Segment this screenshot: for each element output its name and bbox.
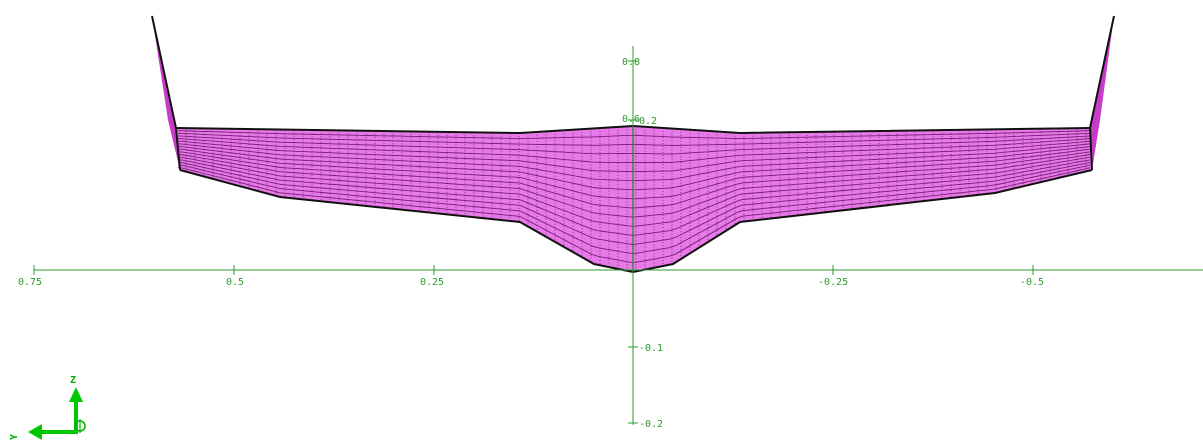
tick-label-y-2: 0.2 [639,116,657,127]
triad-y-arrowhead [28,424,42,440]
tick-label-x-2: 0.25 [420,277,444,288]
hull-right-fin-edge [1088,15,1115,171]
mesh-long-line [177,130,1091,140]
triad-z-label: Z [70,375,76,386]
mesh-vertical-lines [185,126,1087,272]
mesh-long-line [177,145,1091,191]
hull-shape [151,15,1115,274]
hull-left-fin-edge [151,15,181,171]
tick-label-y-1: 0.6 [622,114,640,125]
tick-label-y-3: -0.1 [639,343,663,354]
tick-label-x-1: 0.5 [226,277,244,288]
mesh-long-line [177,151,1091,209]
tick-label-x-3: -0.25 [818,277,848,288]
triad-y-shaft [40,430,78,434]
mesh-long-line [177,161,1091,245]
hull-left-fin [152,16,180,170]
triad-z-arrowhead [69,387,83,402]
mesh-long-line [177,156,1091,227]
tick-label-x-0: 0.75 [18,277,42,288]
triad-z-shaft [74,400,78,432]
mesh-long-line [177,135,1091,155]
tick-label-x-4: -0.5 [1020,277,1044,288]
hull-right-fin [1090,16,1114,170]
axes: 0.75 0.5 0.25 -0.25 -0.5 0.8 0.6 0.2 -0.… [18,46,1203,430]
coordinate-triad: Z Y [9,375,86,440]
triad-y-label: Y [9,434,20,440]
mesh-long-line [177,166,1091,264]
tick-label-y-0: 0.8 [622,57,640,68]
tick-label-y-4: -0.2 [639,419,663,430]
mesh-long-line [177,140,1091,173]
